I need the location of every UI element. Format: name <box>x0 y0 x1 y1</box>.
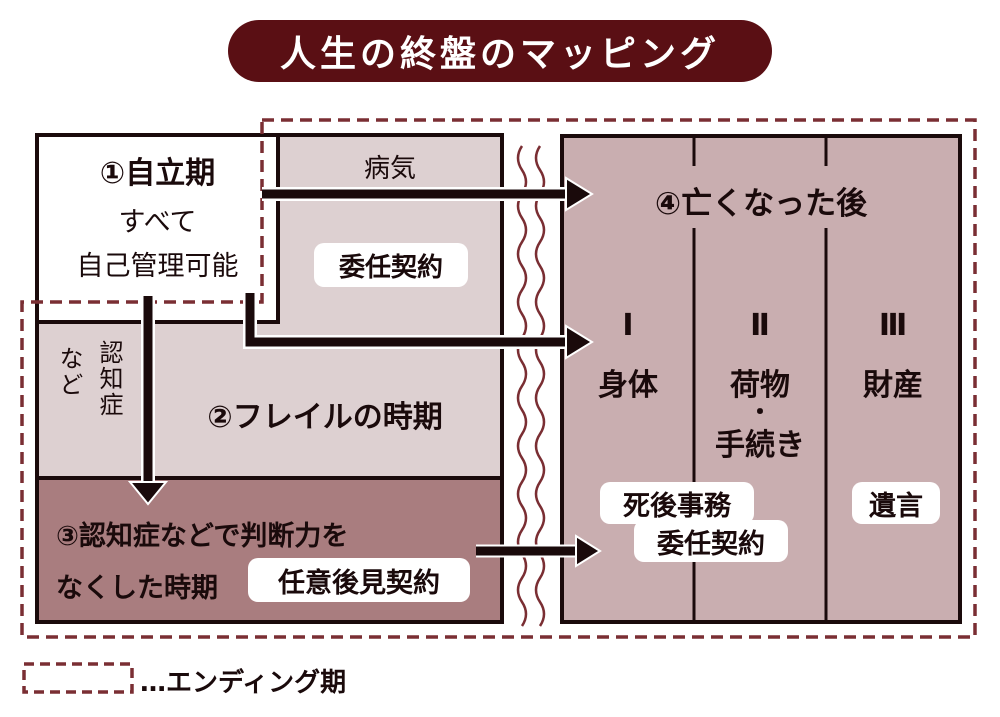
column2-separator: ・ <box>748 398 772 426</box>
left-block-border <box>35 133 504 624</box>
stage1-line1: すべて <box>118 207 197 238</box>
stage1-region <box>37 135 278 320</box>
column2-label-line2: 手続き <box>715 428 805 463</box>
legend-dashed-box <box>22 662 134 694</box>
ending-period-outline <box>20 118 977 639</box>
stage3-heading-line2: なくした時期 <box>56 573 218 604</box>
column1-label: 身体 <box>598 368 658 403</box>
stage2-heading: ②フレイルの時期 <box>207 400 443 435</box>
illness-contract-badge: 委任契約 <box>314 243 468 287</box>
diagram-title: 人生の終盤のマッピング <box>228 20 772 82</box>
stage4-heading: ④亡くなった後 <box>654 186 868 222</box>
column3-label: 財産 <box>863 368 923 403</box>
posthumous-contract-badge-line2: 委任契約 <box>634 520 788 562</box>
arrow-stage3-to-stage4 <box>476 534 602 568</box>
will-badge: 遺言 <box>852 482 940 524</box>
stage1-heading: ①自立期 <box>99 156 216 191</box>
column2-label-line1: 荷物 <box>730 368 790 403</box>
illness-label: 病気 <box>363 154 416 184</box>
stage3-contract-badge: 任意後見契約 <box>248 558 470 602</box>
stage2-side-label-1: 認知症 <box>95 340 123 418</box>
arrow-illness-to-stage4 <box>262 176 594 212</box>
column3-numeral: Ⅲ <box>878 308 908 343</box>
column1-numeral: Ⅰ <box>622 308 634 343</box>
stage3-heading-line1: ③認知症などで判断力を <box>56 521 349 552</box>
arrow-stage1-to-stage3 <box>127 296 169 506</box>
stage2-side-label-2: など <box>55 346 83 398</box>
legend-text: …エンディング期 <box>140 668 347 698</box>
arrow-stage2-to-stage4 <box>243 293 594 360</box>
column2-numeral: Ⅱ <box>750 308 770 343</box>
posthumous-contract-badge-line1: 死後事務 <box>600 482 754 524</box>
stage4-border <box>560 134 962 624</box>
stage1-line2: 自己管理可能 <box>76 251 239 282</box>
